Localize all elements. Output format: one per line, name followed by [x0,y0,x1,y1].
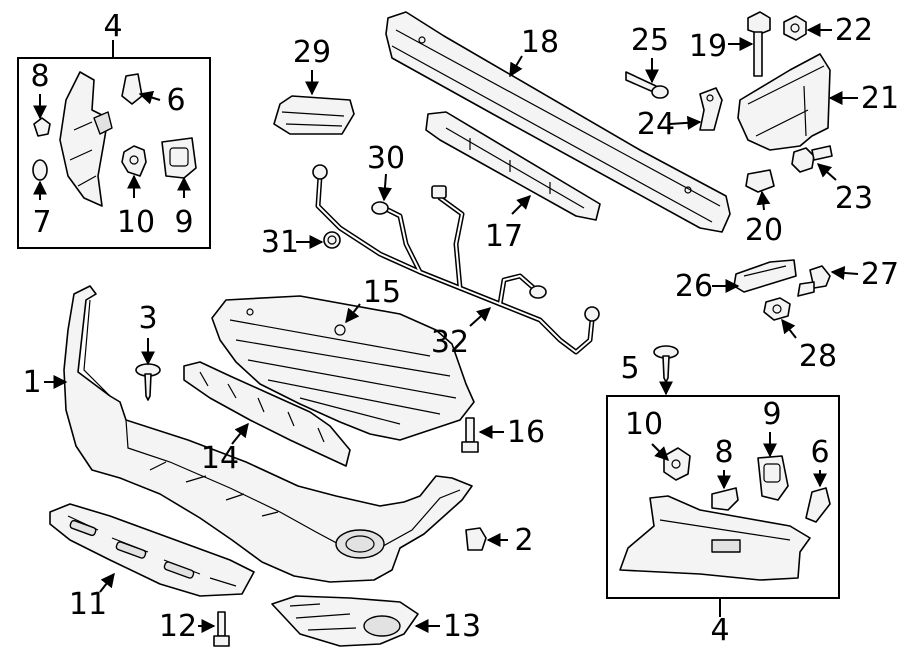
part-21-bracket [737,53,831,151]
callout-23: 23 [835,181,873,216]
part-8-bracket-left [33,117,51,137]
callout-6-left: 6 [166,83,185,118]
callout-22: 22 [835,13,873,48]
part-3-screw [135,363,161,401]
part-5-screw [653,345,679,383]
part-6-clip-left [121,73,143,105]
callout-2: 2 [514,523,533,558]
leader-lines [33,23,859,633]
part-28-nut [763,297,791,321]
part-14-absorber [183,361,351,467]
part-17-absorber [425,111,601,221]
callout-14: 14 [201,441,239,476]
callout-31: 31 [261,225,299,260]
part-27-bolt [797,265,831,297]
callout-7: 7 [32,205,51,240]
callout-29: 29 [293,35,331,70]
callout-28: 28 [799,339,837,374]
callout-13: 13 [443,609,481,644]
callout-9-left: 9 [174,205,193,240]
callout-4-right: 4 [710,613,729,648]
part-13-fog-grille [271,595,419,647]
part-1-bumper-cover [63,285,473,583]
part-22-nut [783,15,807,41]
part-11-lower-grille [49,503,255,597]
part-24-bracket [699,87,723,131]
callout-18: 18 [521,25,559,60]
part-26-bracket [733,259,797,293]
part-31-grommet [323,231,341,249]
part-23-bolt [791,145,833,173]
callout-19: 19 [689,29,727,64]
callout-5: 5 [620,351,639,386]
callout-4-left: 4 [103,9,122,44]
callout-16: 16 [507,415,545,450]
callout-11: 11 [69,587,107,622]
callout-24: 24 [637,107,675,142]
callout-10-left: 10 [117,205,155,240]
part-12-bolt [213,611,230,647]
part-15-splash-shield [211,295,475,441]
part-7-grommet-left [32,159,48,181]
callout-27: 27 [861,257,899,292]
callout-8-left: 8 [30,59,49,94]
callout-9-right: 9 [762,397,781,432]
part-4-bracket-left [59,71,113,207]
part-10-clip-right [663,447,691,481]
part-20-nut [745,169,775,193]
part-25-stud [625,71,669,99]
part-9-cover-left [161,137,197,179]
callout-1: 1 [22,365,41,400]
callout-17: 17 [485,219,523,254]
callout-25: 25 [631,23,669,58]
callout-26: 26 [675,269,713,304]
part-29-module [273,95,355,135]
part-18-beam [385,11,731,233]
callout-21: 21 [861,81,899,116]
callout-labels: 1 2 3 4 4 5 6 6 7 8 8 9 9 10 10 11 12 13… [22,9,899,648]
part-16-bolt [461,417,479,453]
part-10-clip-left [121,145,147,177]
part-2-clip [465,527,487,551]
part-6-cap-right [805,487,831,523]
part-19-bolt [747,11,771,77]
callout-6-right: 6 [810,435,829,470]
callout-30: 30 [367,141,405,176]
inset-box-right [606,395,840,599]
part-9-cover-right [757,455,789,501]
part-8-cap-right [711,487,739,511]
part-4-bracket-right [619,495,811,581]
callout-12: 12 [159,609,197,644]
callout-20: 20 [745,213,783,248]
callout-32: 32 [431,325,469,360]
callout-10-right: 10 [625,407,663,442]
callout-15: 15 [363,275,401,310]
part-32-harness [312,164,600,355]
callout-8-right: 8 [714,435,733,470]
callout-3: 3 [138,301,157,336]
